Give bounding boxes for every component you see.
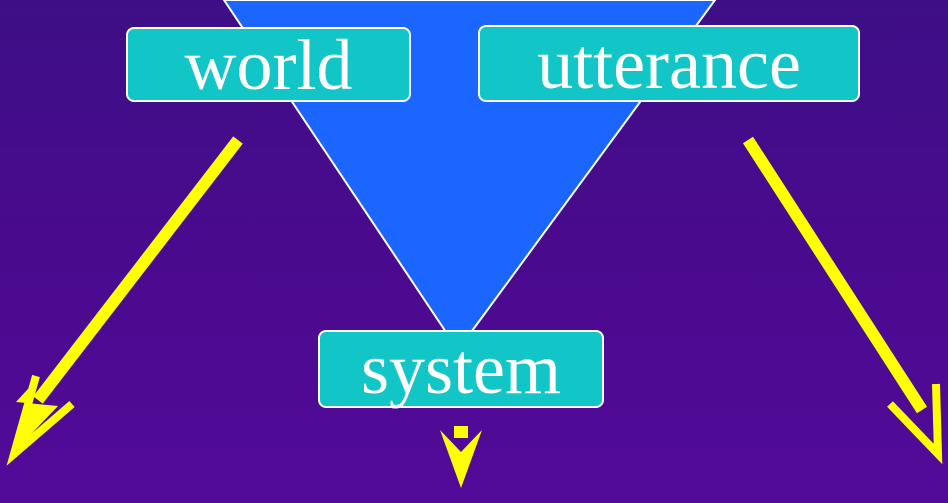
system-label: system <box>360 329 561 409</box>
system-label-box: system <box>318 330 604 408</box>
utterance-label: utterance <box>537 23 801 104</box>
center-arrow <box>440 426 482 488</box>
right-arrow <box>742 136 943 465</box>
world-label-box: world <box>126 27 411 102</box>
left-arrow <box>6 136 243 466</box>
utterance-label-box: utterance <box>478 25 860 102</box>
world-label: world <box>184 24 353 105</box>
